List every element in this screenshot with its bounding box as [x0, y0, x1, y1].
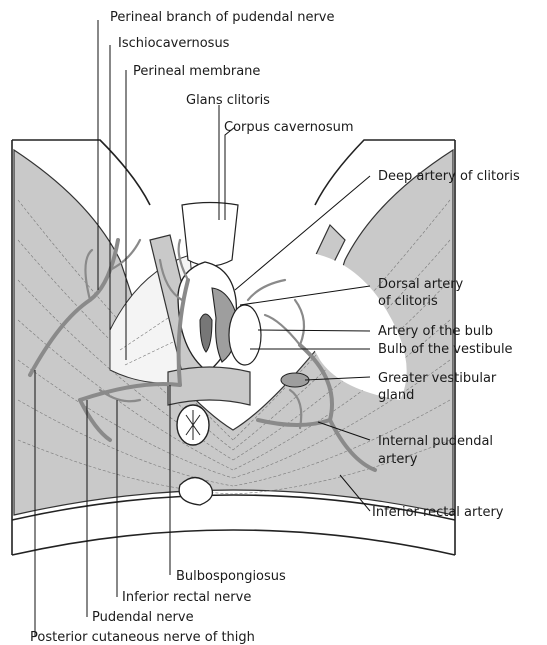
label-greater-vestibular-2: gland [378, 388, 414, 403]
label-deep-artery: Deep artery of clitoris [378, 169, 520, 184]
label-corpus-cavernosum: Corpus cavernosum [224, 120, 354, 135]
label-bulb-vestibule: Bulb of the vestibule [378, 342, 513, 357]
label-bulbospongiosus: Bulbospongiosus [176, 569, 286, 584]
label-inferior-rectal-artery: Inferior rectal artery [372, 505, 504, 520]
greater-vestibular-gland-shape [281, 373, 309, 387]
label-dorsal-artery-2: of clitoris [378, 294, 438, 309]
label-greater-vestibular-1: Greater vestibular [378, 371, 497, 386]
label-glans-clitoris: Glans clitoris [186, 93, 270, 108]
label-perineal-branch: Perineal branch of pudendal nerve [110, 10, 334, 25]
label-ischiocavernosus: Ischiocavernosus [118, 36, 230, 51]
label-inferior-rectal-nerve: Inferior rectal nerve [122, 590, 251, 605]
label-posterior-cutaneous: Posterior cutaneous nerve of thigh [30, 630, 255, 645]
bulb-right [229, 305, 261, 365]
label-perineal-membrane: Perineal membrane [133, 64, 260, 79]
label-internal-pudendal-1: Internal pudendal [378, 434, 493, 449]
corpus-cavernosum-shape [182, 203, 238, 267]
label-pudendal-nerve: Pudendal nerve [92, 610, 194, 625]
bottom-outline-outer [12, 530, 455, 555]
label-internal-pudendal-2: artery [378, 452, 418, 467]
label-artery-bulb: Artery of the bulb [378, 324, 493, 339]
label-dorsal-artery-1: Dorsal artery [378, 277, 464, 292]
